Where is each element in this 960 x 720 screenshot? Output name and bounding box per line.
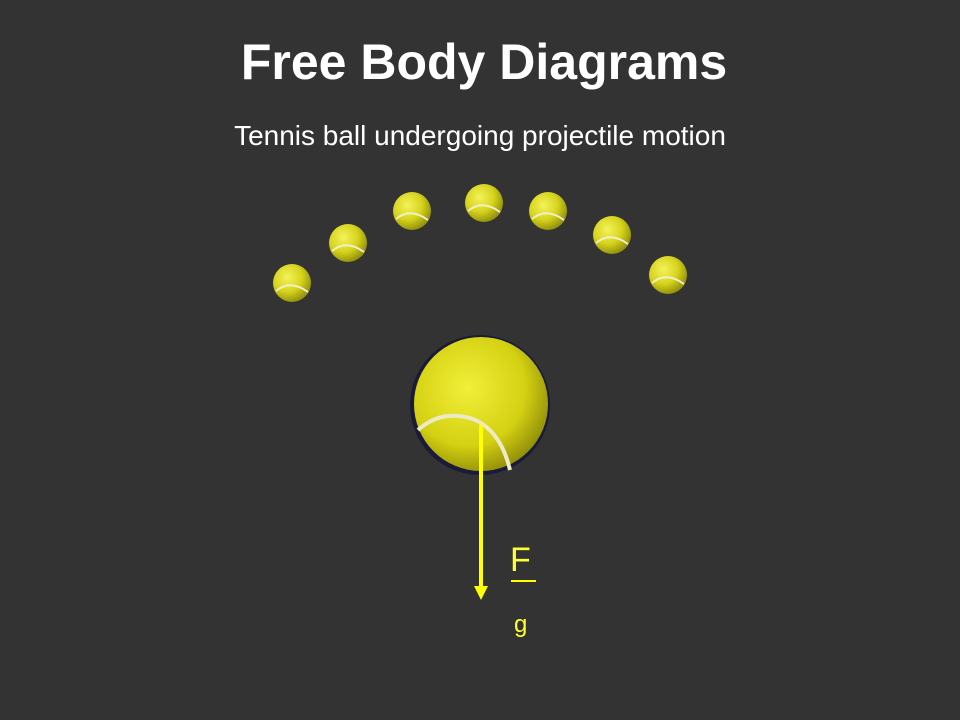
slide-subtitle: Tennis ball undergoing projectile motion — [234, 120, 726, 151]
trajectory-ball — [649, 256, 687, 294]
trajectory-ball — [529, 192, 567, 230]
trajectory-ball — [593, 216, 631, 254]
force-label-subscript: g — [514, 611, 528, 638]
force-label: F — [510, 541, 531, 579]
trajectory-ball — [273, 264, 311, 302]
trajectory-balls — [273, 184, 687, 302]
tennis-ball — [410, 335, 550, 475]
trajectory-ball — [465, 184, 503, 222]
trajectory-ball — [393, 192, 431, 230]
gravity-force-arrow — [474, 425, 536, 600]
slide-title: Free Body Diagrams — [240, 34, 728, 90]
trajectory-ball — [329, 224, 367, 262]
